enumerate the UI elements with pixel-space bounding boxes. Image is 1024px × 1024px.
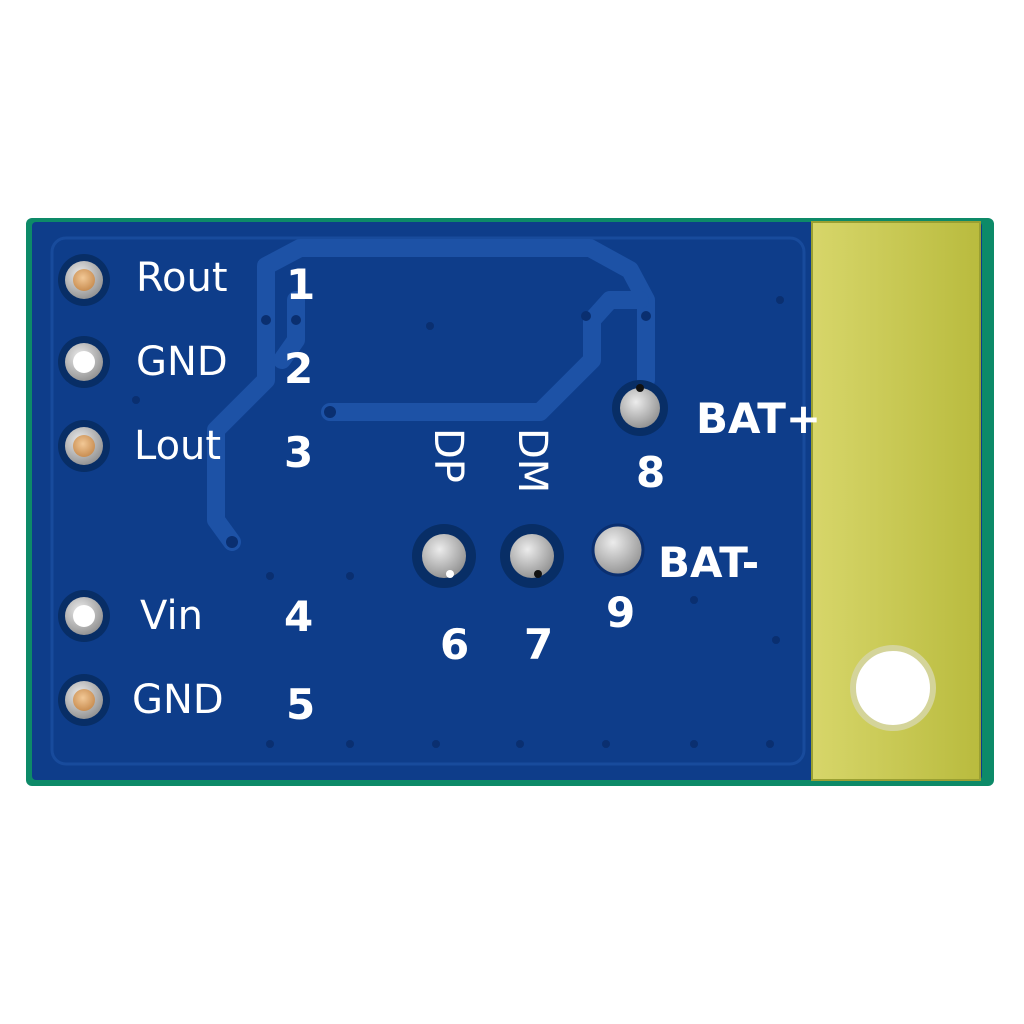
bat-plus-label: BAT+ (696, 394, 822, 443)
pin-number-6: 6 (440, 620, 470, 669)
pin-name-1: Rout (136, 255, 228, 301)
ground-plane (50, 236, 806, 766)
pin-name-4: Vin (140, 593, 203, 639)
pin-pad-3 (58, 420, 110, 472)
dp-silk-label: DP (425, 428, 471, 483)
trace-2 (321, 291, 649, 421)
pin-number-2: 2 (284, 344, 314, 393)
pad-bat-plus (612, 380, 668, 436)
pcb-traces (207, 239, 655, 551)
pad-dm (500, 524, 564, 588)
pin-name-5: GND (132, 677, 224, 723)
pin-number-7: 7 (524, 620, 554, 669)
pin-number-8: 8 (636, 448, 666, 497)
pin-name-3: Lout (134, 423, 222, 469)
bat-minus-label: BAT- (658, 538, 760, 587)
pin-number-9: 9 (606, 588, 636, 637)
dm-silk-label: DM (509, 428, 555, 494)
pin-number-3: 3 (284, 428, 314, 477)
pin-number-5: 5 (286, 680, 316, 729)
pin-number-1: 1 (286, 260, 316, 309)
pad-dp (412, 524, 476, 588)
trace-3 (273, 291, 305, 369)
trace-1 (207, 239, 655, 551)
mounting-hole (850, 645, 936, 731)
pin-number-4: 4 (284, 592, 314, 641)
antenna-border (811, 221, 981, 781)
pin-name-2: GND (136, 339, 228, 385)
vias (132, 296, 784, 748)
pad-bat-minus (591, 523, 645, 577)
pin-pad-4 (58, 590, 110, 642)
pin-pad-5 (58, 674, 110, 726)
pin-pad-2 (58, 336, 110, 388)
pin-pad-1 (58, 254, 110, 306)
